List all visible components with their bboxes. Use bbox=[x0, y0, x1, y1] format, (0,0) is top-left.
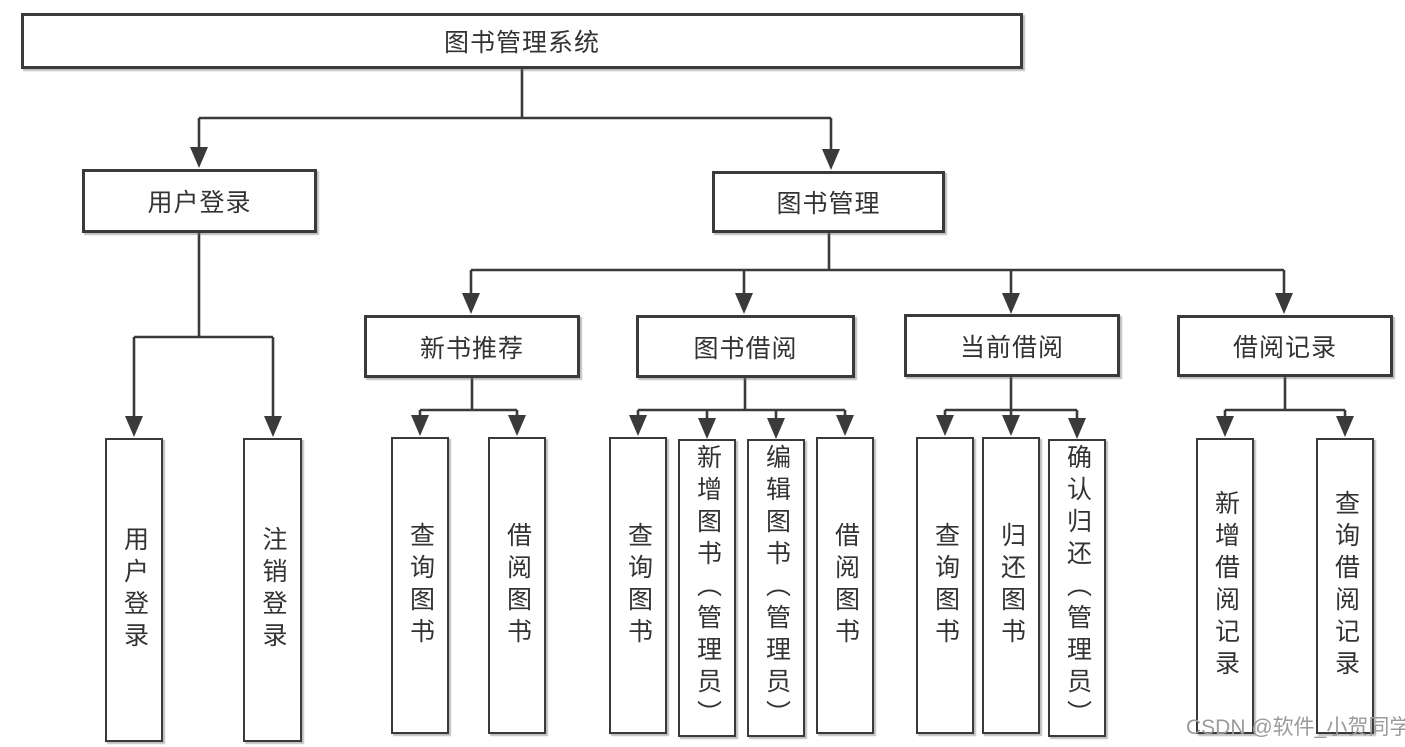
leaf-borrow-books-borrowing-label: 借阅图书 bbox=[831, 521, 860, 650]
connector-book-management-to-level3 bbox=[462, 233, 1293, 314]
node-current-borrowing: 当前借阅 bbox=[904, 314, 1120, 377]
arrowhead bbox=[735, 293, 753, 314]
node-book-management: 图书管理 bbox=[712, 171, 945, 233]
arrowhead bbox=[462, 293, 480, 314]
arrowhead bbox=[125, 416, 143, 437]
leaf-logout: 注销登录 bbox=[243, 438, 302, 742]
edge-line bbox=[469, 233, 1286, 296]
leaf-user-login-label: 用户登录 bbox=[120, 526, 149, 654]
node-root: 图书管理系统 bbox=[21, 13, 1023, 69]
arrowhead bbox=[1002, 415, 1020, 436]
arrowhead bbox=[1068, 418, 1086, 439]
leaf-query-books-borrowing: 查询图书 bbox=[609, 437, 667, 734]
leaf-borrow-books-recommend-label: 借阅图书 bbox=[503, 521, 532, 650]
arrowhead bbox=[1336, 416, 1354, 437]
node-book-borrowing: 图书借阅 bbox=[636, 315, 855, 378]
connector-book-borrowing-children bbox=[629, 378, 854, 439]
leaf-add-borrow-record-label: 新增借阅记录 bbox=[1211, 490, 1240, 682]
node-user-login: 用户登录 bbox=[82, 169, 317, 233]
node-borrow-records: 借阅记录 bbox=[1177, 315, 1393, 377]
leaf-edit-book-admin-label: 编辑图书（管理员） bbox=[762, 444, 791, 732]
arrowhead bbox=[508, 415, 526, 436]
leaf-query-books-borrowing-label: 查询图书 bbox=[624, 521, 653, 650]
arrowhead bbox=[767, 418, 785, 439]
leaf-query-books-recommend-label: 查询图书 bbox=[406, 521, 435, 650]
arrowhead bbox=[836, 415, 854, 436]
leaf-query-books-recommend: 查询图书 bbox=[391, 437, 449, 734]
leaf-logout-label: 注销登录 bbox=[259, 526, 287, 654]
arrowhead bbox=[411, 415, 429, 436]
connector-root-to-level2 bbox=[190, 69, 840, 170]
leaf-return-book: 归还图书 bbox=[982, 437, 1040, 734]
leaf-query-borrow-record-label: 查询借阅记录 bbox=[1331, 490, 1360, 682]
leaf-add-book-admin: 新增图书（管理员） bbox=[678, 439, 736, 737]
arrowhead bbox=[936, 415, 954, 436]
edge-line bbox=[943, 377, 1079, 420]
leaf-query-books-current: 查询图书 bbox=[916, 437, 974, 734]
arrowhead bbox=[698, 418, 716, 439]
leaf-add-book-admin-label: 新增图书（管理员） bbox=[693, 444, 722, 732]
arrowhead bbox=[190, 147, 208, 168]
leaf-borrow-books-recommend: 借阅图书 bbox=[488, 437, 546, 734]
edge-line bbox=[418, 378, 519, 418]
arrowhead bbox=[1002, 293, 1020, 314]
leaf-return-book-label: 归还图书 bbox=[997, 521, 1026, 650]
arrowhead bbox=[1275, 293, 1293, 314]
leaf-query-borrow-record: 查询借阅记录 bbox=[1316, 438, 1374, 734]
connector-borrow-records-children bbox=[1216, 377, 1354, 437]
leaf-confirm-return-admin: 确认归还（管理员） bbox=[1048, 439, 1106, 737]
leaf-edit-book-admin: 编辑图书（管理员） bbox=[747, 439, 805, 737]
edge-line bbox=[132, 233, 275, 419]
arrowhead bbox=[1216, 416, 1234, 437]
arrowhead bbox=[822, 149, 840, 170]
watermark: CSDN @软件_小贺同学 bbox=[1186, 716, 1405, 739]
leaf-confirm-return-admin-label: 确认归还（管理员） bbox=[1063, 444, 1092, 732]
leaf-borrow-books-borrowing: 借阅图书 bbox=[816, 437, 874, 734]
leaf-add-borrow-record: 新增借阅记录 bbox=[1196, 438, 1254, 734]
connector-user-login-children bbox=[125, 233, 282, 437]
node-new-book-recommend: 新书推荐 bbox=[364, 315, 580, 378]
connector-current-borrowing-children bbox=[936, 377, 1086, 439]
edge-line bbox=[1223, 377, 1347, 418]
arrowhead bbox=[264, 416, 282, 437]
edge-line bbox=[636, 378, 847, 420]
edge-line bbox=[197, 69, 833, 152]
leaf-query-books-current-label: 查询图书 bbox=[931, 521, 960, 650]
leaf-user-login: 用户登录 bbox=[105, 438, 163, 742]
arrowhead bbox=[629, 415, 647, 436]
connector-new-book-recommend-children bbox=[411, 378, 526, 436]
